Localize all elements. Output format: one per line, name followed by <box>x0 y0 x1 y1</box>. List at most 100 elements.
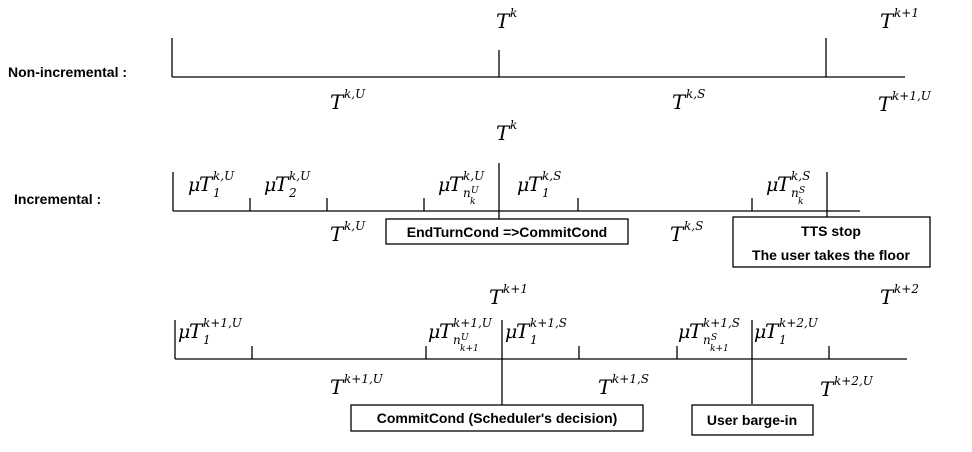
math-sup: k+2,U <box>779 316 819 330</box>
math-sup: k <box>510 118 517 132</box>
math-subsub: k+1 <box>710 344 729 354</box>
math-sub: 2 <box>288 186 297 200</box>
math-sub: 1 <box>779 333 787 347</box>
math-base: T <box>275 172 290 196</box>
math-sup: k <box>510 6 517 20</box>
math-sup: k,S <box>791 169 810 183</box>
box-tts-stop-line2: The user takes the floor <box>752 247 910 263</box>
math-sub: n <box>703 333 711 347</box>
math-sub: 1 <box>213 186 221 200</box>
math-mu: μ <box>188 174 200 196</box>
math-subsup: U <box>461 333 469 343</box>
math-sup: k+1,U <box>892 89 932 103</box>
math-subsup: S <box>799 186 805 196</box>
math-sup: k+2 <box>894 282 919 296</box>
box-tts-stop <box>732 216 931 268</box>
math-base: T <box>765 319 780 343</box>
math-mu: μ <box>678 321 690 343</box>
box-tts-stop-line1: TTS stop <box>801 223 861 239</box>
math-mu: μ <box>517 174 529 196</box>
math-sup: k,S <box>542 169 561 183</box>
math-base: T <box>449 172 464 196</box>
math-base: T <box>330 90 345 114</box>
math-base: T <box>330 222 345 246</box>
math-mu: μ <box>766 174 778 196</box>
math-base: T <box>672 90 687 114</box>
math-sub: n <box>453 333 461 347</box>
box-barge-in-text: User barge-in <box>707 412 797 428</box>
math-mu: μ <box>754 321 766 343</box>
math-sup: k,U <box>344 87 366 101</box>
math-base: T <box>516 319 531 343</box>
math-mu: μ <box>264 174 276 196</box>
math-base: T <box>878 92 893 116</box>
math-base: T <box>820 377 835 401</box>
label-non-incremental: Non-incremental : <box>8 64 127 80</box>
math-mu: μ <box>178 321 190 343</box>
math-sub: n <box>463 186 471 200</box>
math-base: T <box>496 9 511 33</box>
math-sup: k+1,U <box>344 372 384 386</box>
math-sup: k+1,U <box>203 316 243 330</box>
math-base: T <box>880 9 895 33</box>
math-subsup: U <box>471 186 479 196</box>
math-subsub: k+1 <box>460 344 479 354</box>
math-sub: 1 <box>542 186 550 200</box>
math-sup: k,S <box>684 219 703 233</box>
box-commit-sched <box>350 404 644 432</box>
math-base: T <box>439 319 454 343</box>
math-sup: k,U <box>213 169 235 183</box>
math-sup: k+1,S <box>612 372 649 386</box>
math-subsub: k <box>470 197 475 207</box>
box-barge-in <box>691 404 814 436</box>
math-sup: k,U <box>344 219 366 233</box>
math-sup: k+1,S <box>703 316 740 330</box>
math-sub: n <box>791 186 799 200</box>
math-base: T <box>489 285 504 309</box>
math-mu: μ <box>505 321 517 343</box>
math-sup: k,U <box>289 169 311 183</box>
math-sup: k+1,S <box>530 316 567 330</box>
math-sub: 1 <box>203 333 211 347</box>
math-sup: k,S <box>686 87 705 101</box>
label-incremental: Incremental : <box>14 191 101 207</box>
math-base: T <box>496 121 511 145</box>
math-subsub: k <box>798 197 803 207</box>
math-base: T <box>199 172 214 196</box>
box-endturn-text: EndTurnCond =>CommitCond <box>407 224 607 240</box>
math-base: T <box>777 172 792 196</box>
box-endturn <box>385 218 629 245</box>
math-base: T <box>670 222 685 246</box>
math-base: T <box>598 375 613 399</box>
math-mu: μ <box>428 321 440 343</box>
math-sup: k+1 <box>894 6 919 20</box>
math-subsup: S <box>711 333 717 343</box>
math-base: T <box>330 375 345 399</box>
math-sub: 1 <box>530 333 538 347</box>
math-sup: k+2,U <box>834 374 874 388</box>
math-sup: k,U <box>463 169 485 183</box>
math-base: T <box>189 319 204 343</box>
math-base: T <box>689 319 704 343</box>
